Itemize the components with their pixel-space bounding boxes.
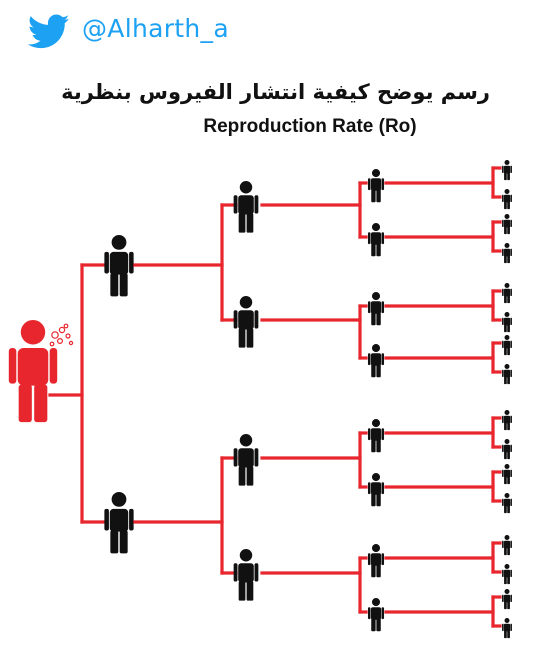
person-level-2 [233, 296, 259, 348]
person-level-4 [502, 410, 512, 431]
person-level-2 [233, 549, 259, 601]
person-level-4 [502, 364, 512, 385]
diagram-title-arabic: رسم يوضح كيفية انتشار الفيروس بنظرية [61, 80, 490, 104]
person-level-4 [502, 564, 512, 585]
person-level-3 [367, 473, 385, 507]
person-level-3 [367, 169, 385, 203]
person-level-4 [502, 283, 512, 304]
twitter-bird-icon [28, 14, 70, 50]
person-level-4 [502, 464, 512, 485]
person-level-1 [104, 492, 134, 554]
person-level-4 [502, 589, 512, 610]
person-level-4 [502, 160, 512, 181]
person-level-4 [502, 214, 512, 235]
person-level-4 [502, 189, 512, 210]
person-level-3 [367, 544, 385, 578]
person-level-4 [502, 618, 512, 639]
twitter-handle-bar [28, 10, 70, 54]
person-level-3 [367, 292, 385, 326]
infected-person [8, 320, 58, 423]
person-level-3 [367, 344, 385, 378]
person-level-4 [502, 535, 512, 556]
twitter-handle[interactable]: @Alharth_a [82, 14, 229, 43]
person-level-4 [502, 439, 512, 460]
sneeze-droplets-icon [49, 323, 74, 347]
person-level-4 [502, 335, 512, 356]
person-level-3 [367, 419, 385, 453]
person-level-3 [367, 223, 385, 257]
person-level-3 [367, 598, 385, 632]
person-level-1 [104, 235, 134, 297]
person-level-2 [233, 181, 259, 233]
person-level-2 [233, 434, 259, 486]
diagram-title-english: Reproduction Rate (Ro) [203, 116, 417, 137]
person-level-4 [502, 493, 512, 514]
person-level-4 [502, 312, 512, 333]
person-level-4 [502, 243, 512, 264]
